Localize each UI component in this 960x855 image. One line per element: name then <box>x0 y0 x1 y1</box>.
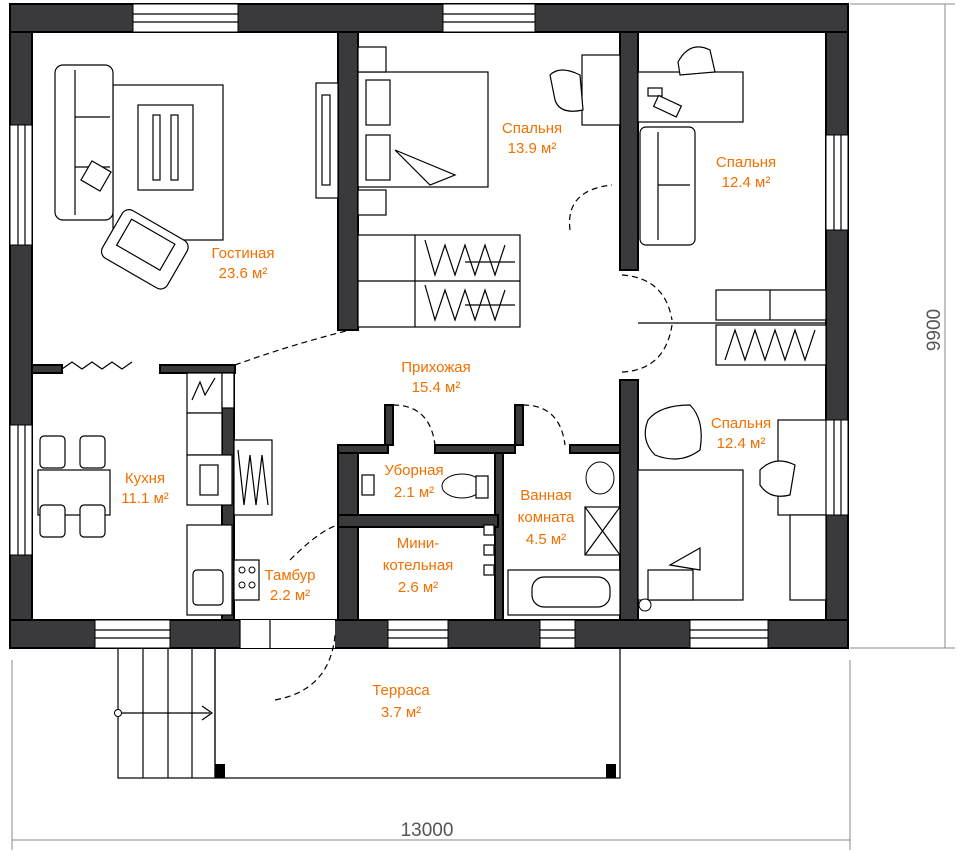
label-vestibule-name: Тамбур <box>265 567 316 584</box>
label-bedroom1-area: 13.9 м² <box>508 140 557 157</box>
label-living-name: Гостиная <box>212 245 275 262</box>
label-toilet-name: Уборная <box>384 462 443 479</box>
label-kitchen-name: Кухня <box>125 470 165 487</box>
living-room-furniture <box>54 64 339 290</box>
width-dimension: 13000 <box>401 820 454 841</box>
label-bathroom-line2: комната <box>518 509 575 526</box>
label-vestibule-area: 2.2 м² <box>270 587 310 604</box>
bedroom2-furniture <box>637 46 827 366</box>
doors <box>61 184 673 701</box>
label-kitchen-area: 11.1 м² <box>121 490 169 507</box>
label-bathroom-line1: Ванная <box>520 487 571 504</box>
label-hall-name: Прихожая <box>401 359 471 376</box>
label-bedroom1-name: Спальня <box>502 120 562 137</box>
label-boiler-line1: Мини- <box>397 535 440 552</box>
label-bedroom3-area: 12.4 м² <box>717 435 766 452</box>
bathroom-fixtures <box>361 461 621 616</box>
room-labels: Гостиная 23.6 м² Спальня 13.9 м² Спальня… <box>121 120 776 721</box>
label-hall-area: 15.4 м² <box>412 379 461 396</box>
label-boiler-area: 2.6 м² <box>398 579 438 596</box>
label-living-area: 23.6 м² <box>219 265 268 282</box>
bedroom3-furniture <box>637 404 827 612</box>
label-bathroom-area: 4.5 м² <box>526 531 566 548</box>
label-bedroom2-area: 12.4 м² <box>722 174 771 191</box>
label-boiler-line2: котельная <box>383 557 454 574</box>
dimension-lines <box>11 3 955 850</box>
windows <box>9 3 849 649</box>
terrace-structure <box>114 647 621 779</box>
label-bedroom3-name: Спальня <box>711 415 771 432</box>
bedroom1-furniture <box>357 46 621 328</box>
height-dimension: 9900 <box>924 309 945 351</box>
label-toilet-area: 2.1 м² <box>394 484 434 501</box>
label-terrace-area: 3.7 м² <box>381 704 421 721</box>
label-terrace-name: Терраса <box>372 682 430 699</box>
kitchen-furniture <box>37 372 273 616</box>
label-bedroom2-name: Спальня <box>716 154 776 171</box>
